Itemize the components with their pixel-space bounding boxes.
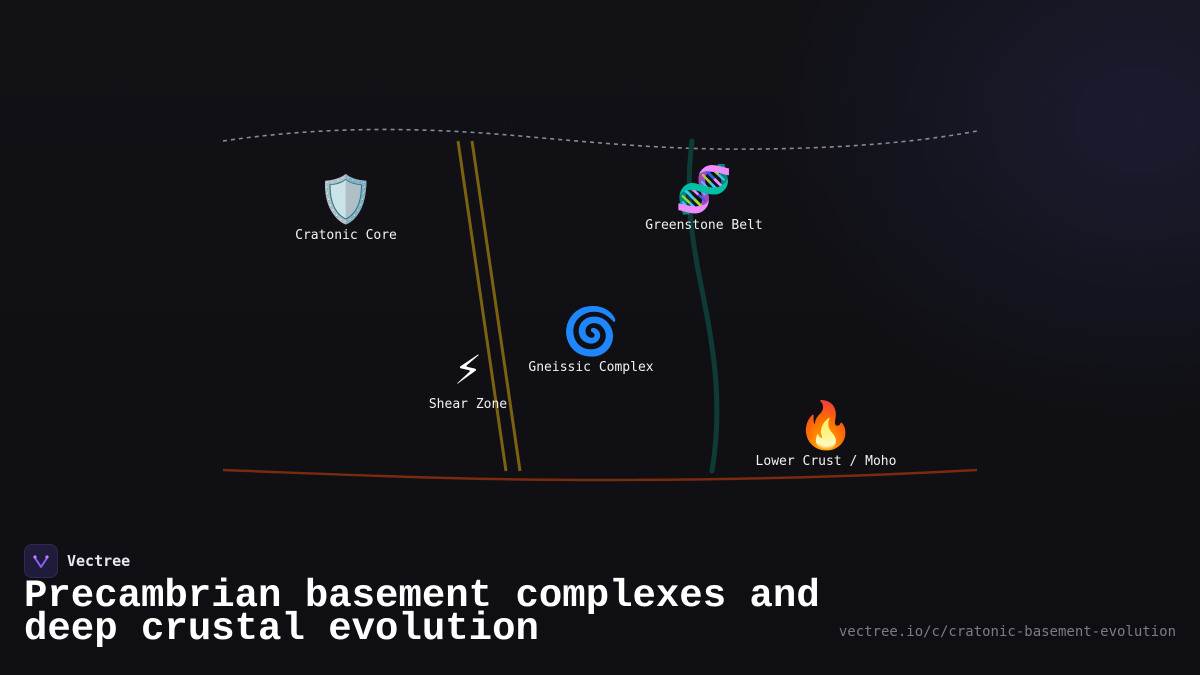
shear-zone-line-left	[456, 140, 508, 472]
node-label: Greenstone Belt	[645, 218, 763, 233]
node-label: Shear Zone	[428, 397, 508, 412]
fire-icon: 🔥	[797, 398, 855, 452]
node-greenstone-belt: 🧬 Greenstone Belt	[645, 162, 762, 233]
lightning-icon: ⚡	[454, 341, 482, 395]
shear-zone-line-right	[470, 140, 522, 472]
node-label: Lower Crust / Moho	[755, 454, 897, 469]
moho-boundary	[222, 468, 978, 482]
brand[interactable]: Vectree	[24, 544, 130, 578]
shield-icon: 🛡️	[317, 172, 375, 226]
dna-icon: 🧬	[675, 162, 733, 216]
spiral-icon: 🌀	[562, 304, 620, 358]
node-cratonic-core: 🛡️ Cratonic Core	[295, 172, 397, 243]
greenstone-belt-line	[686, 138, 720, 474]
node-shear-zone: ⚡ Shear Zone	[429, 341, 507, 412]
node-lower-crust-moho: 🔥 Lower Crust / Moho	[756, 398, 897, 469]
upper-crust-boundary	[222, 128, 978, 150]
source-url[interactable]: vectree.io/c/cratonic-basement-evolution	[838, 624, 1176, 640]
node-label: Gneissic Complex	[528, 360, 654, 375]
node-gneissic-complex: 🌀 Gneissic Complex	[528, 304, 653, 375]
vectree-logo-icon	[24, 544, 58, 578]
brand-name: Vectree	[67, 552, 131, 570]
page-title: Precambrian basement complexes and deep …	[24, 574, 820, 651]
node-label: Cratonic Core	[295, 228, 397, 243]
